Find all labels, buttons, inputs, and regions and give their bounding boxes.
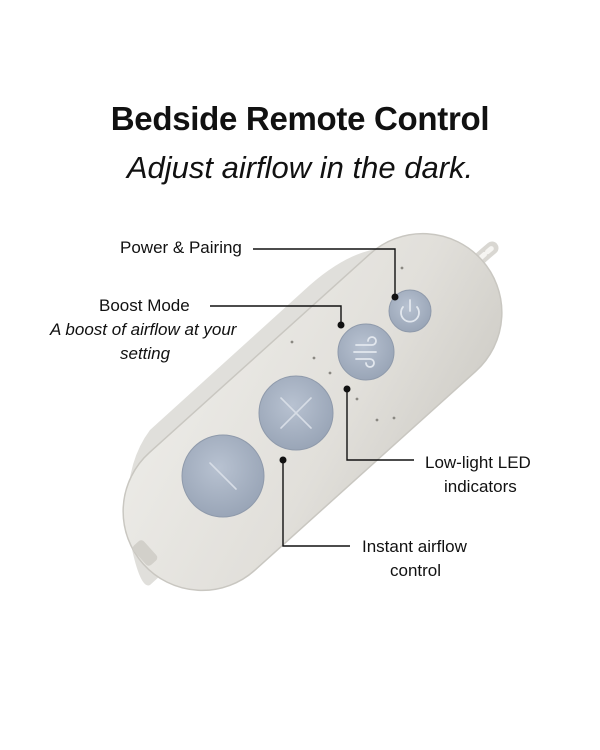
plus-icon xyxy=(280,397,312,429)
boost-description-line1: A boost of airflow at your xyxy=(50,320,237,339)
leader-boost xyxy=(210,305,342,325)
power-icon xyxy=(400,299,420,323)
label-power-pairing: Power & Pairing xyxy=(120,238,242,257)
power-button[interactable] xyxy=(388,289,432,333)
leader-lines xyxy=(210,248,414,547)
label-led-line2: indicators xyxy=(444,477,517,496)
usb-port xyxy=(132,540,158,566)
leader-led xyxy=(346,389,414,461)
leader-airflow xyxy=(282,460,350,547)
plus-button[interactable] xyxy=(258,375,334,451)
airflow-swirl-icon xyxy=(353,336,377,368)
page-subtitle: Adjust airflow in the dark. xyxy=(126,150,474,185)
label-airflow-line2: control xyxy=(390,561,442,580)
minus-icon xyxy=(209,462,237,490)
label-led-line1: Low-light LED xyxy=(425,453,531,472)
minus-button[interactable] xyxy=(181,434,265,518)
label-boost-mode: Boost Mode xyxy=(99,296,190,315)
boost-button[interactable] xyxy=(337,323,395,381)
label-airflow-line1: Instant airflow xyxy=(362,537,467,556)
leader-power xyxy=(253,248,396,297)
boost-description-line2: setting xyxy=(120,344,171,363)
page-title: Bedside Remote Control xyxy=(110,100,490,137)
leader-endpoints xyxy=(279,293,399,464)
led-indicators xyxy=(290,266,404,422)
